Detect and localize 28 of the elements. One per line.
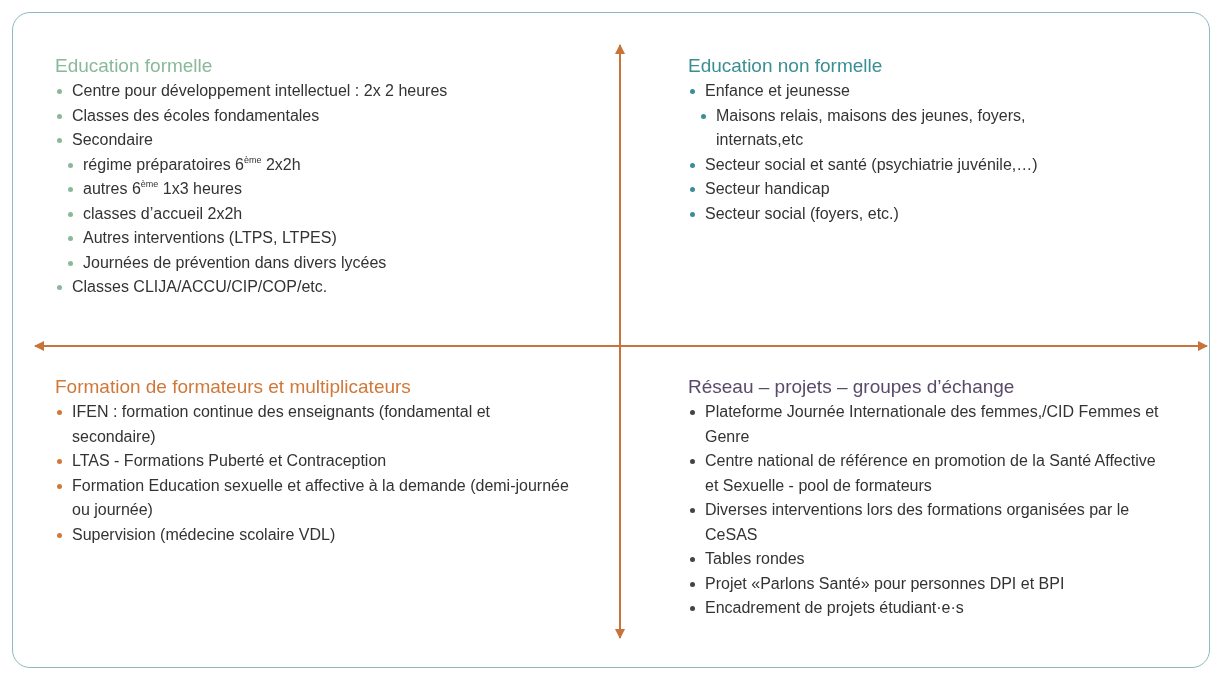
bullet-item: Diverses interventions lors des formations organisées par le CeSAS [688, 498, 1168, 547]
sub-bullet-item: autres 6$^{ème}$ 1x3 heures [68, 177, 595, 202]
bullet-item: Centre national de référence en promotion de la Santé Affective et Sexuelle - pool de formateurs [688, 449, 1168, 498]
bullet-item: Classes CLIJA/ACCU/CIP/COP/etc. [55, 275, 595, 300]
bullet-item: IFEN : formation continue des enseignants (fondamental et secondaire) [55, 400, 575, 449]
sub-bullet-item: Autres interventions (LTPS, LTPES) [68, 226, 595, 251]
bullet-item: Formation Education sexuelle et affective à la demande (demi-journée ou journée) [55, 473, 575, 523]
sub-bullet-item: classes d’accueil 2x2h [68, 201, 595, 226]
bullet-item: Centre pour développement intellectuel : 2x 2 heures [55, 79, 595, 104]
bullet-item: Projet «Parlons Santé» pour personnes DPI et BPI [688, 571, 1168, 596]
bullet-item: Classes des écoles fondamentales [55, 103, 595, 128]
bullet-item: Secondaire [55, 128, 595, 153]
section-heading: Education formelle [55, 54, 214, 78]
bullet-item: Plateforme Journée Internationale des femmes,/CID Femmes et Genre [688, 400, 1168, 449]
section-heading: Réseau – projets – groupes d’échange [688, 375, 1016, 399]
bullet-item: LTAS - Formations Puberté et Contraception [55, 449, 575, 474]
bullet-item: Secteur social et santé (psychiatrie juvénile,…) [688, 152, 1188, 177]
bullet-item: Encadrement de projets étudiant·e·s [688, 596, 1168, 621]
sub-bullet-item: Journées de prévention dans divers lycées [68, 250, 595, 275]
bullet-item: Secteur social (foyers, etc.) [688, 201, 1188, 226]
bullet-item: Enfance et jeunesse [688, 79, 1188, 104]
bullet-item: Secteur handicap [688, 177, 1188, 202]
bullet-item: Supervision (médecine scolaire VDL) [55, 522, 575, 547]
bullet-item: Tables rondes [688, 547, 1168, 572]
section-heading: Education non formelle [688, 54, 884, 78]
section-heading: Formation de formateurs et multiplicateurs [55, 375, 412, 399]
sub-bullet-item: Maisons relais, maisons des jeunes, foyers, internats,etc [701, 103, 1056, 153]
sub-bullet-item: régime préparatoires 6$^{ème}$ 2x2h [68, 152, 595, 177]
